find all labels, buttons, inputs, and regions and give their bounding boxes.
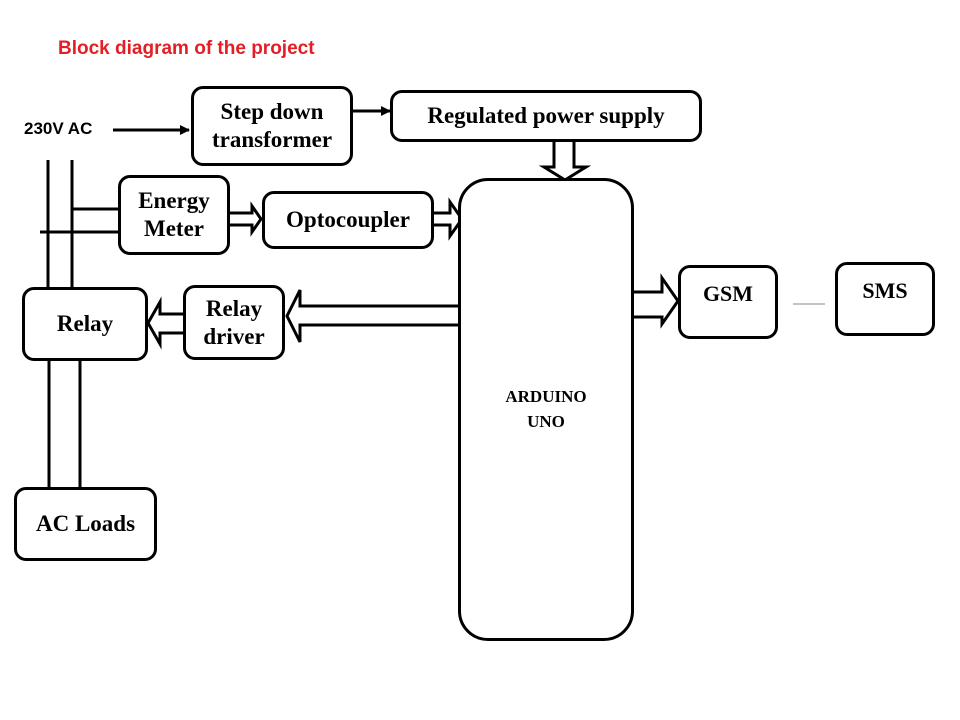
- block-arrow-regulated-to-arduino: [538, 140, 592, 182]
- gsm-label: GSM: [702, 281, 754, 306]
- block-regulated-power-supply: Regulated power supply: [390, 90, 702, 142]
- block-sms: SMS: [835, 262, 935, 336]
- block-step-down-transformer: Step down transformer: [191, 86, 353, 166]
- source-label-230v-ac: 230V AC: [24, 119, 93, 138]
- block-arrow-meter-to-opto: [229, 201, 263, 237]
- block-energy-meter: Energy Meter: [118, 175, 230, 255]
- block-arrow-relay-driver-to-relay: [146, 296, 184, 350]
- block-relay: Relay: [22, 287, 148, 361]
- diagram-title: Block diagram of the project: [58, 38, 315, 59]
- relay-label: Relay: [56, 311, 114, 337]
- relay-driver-line2: driver: [203, 323, 265, 349]
- block-gsm: GSM: [678, 265, 778, 339]
- block-arrow-arduino-to-relay-driver: [285, 289, 461, 343]
- arduino-line1: ARDUINO: [505, 386, 587, 406]
- block-ac-loads: AC Loads: [14, 487, 157, 561]
- energy-meter-line2: Meter: [144, 216, 204, 241]
- optocoupler-label: Optocoupler: [286, 207, 410, 233]
- sms-label: SMS: [862, 278, 908, 303]
- regulated-label: Regulated power supply: [427, 103, 665, 129]
- block-arrow-arduino-to-gsm: [632, 273, 680, 329]
- block-relay-driver: Relay driver: [183, 285, 285, 360]
- energy-meter-line1: Energy: [138, 188, 210, 214]
- block-arduino-uno: ARDUINO UNO: [458, 178, 634, 641]
- step-down-line2: transformer: [211, 127, 333, 152]
- relay-driver-line1: Relay: [205, 295, 263, 321]
- arduino-line2: UNO: [527, 411, 565, 431]
- step-down-line1: Step down: [220, 99, 324, 125]
- ac-loads-label: AC Loads: [35, 511, 136, 537]
- block-optocoupler: Optocoupler: [262, 191, 434, 249]
